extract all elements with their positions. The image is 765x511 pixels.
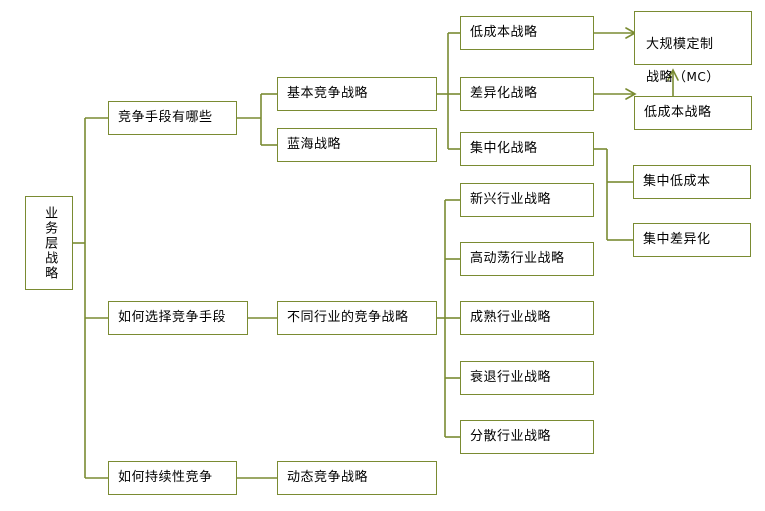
node-basic-competitive-strategy-label: 基本竞争战略 — [287, 85, 369, 101]
node-blue-ocean-strategy[interactable]: 蓝海战略 — [277, 128, 437, 162]
node-emerging-industry-strategy[interactable]: 新兴行业战略 — [460, 183, 594, 217]
node-mass-customization-line2-suffix: ） — [706, 69, 720, 85]
node-focus-low-cost-label: 集中低成本 — [643, 173, 711, 189]
node-focus-differentiation[interactable]: 集中差异化 — [633, 223, 751, 257]
node-differentiation-strategy-label: 差异化战略 — [470, 85, 538, 101]
node-focus-differentiation-label: 集中差异化 — [643, 231, 711, 247]
node-turbulent-industry-strategy-label: 高动荡行业战略 — [470, 250, 565, 266]
node-competition-means[interactable]: 竞争手段有哪些 — [108, 101, 237, 135]
node-root-label: 业务层战略 — [42, 205, 58, 281]
node-basic-competitive-strategy[interactable]: 基本竞争战略 — [277, 77, 437, 111]
node-focus-low-cost[interactable]: 集中低成本 — [633, 165, 751, 199]
node-blue-ocean-strategy-label: 蓝海战略 — [287, 136, 342, 152]
node-how-to-sustain-label: 如何持续性竞争 — [118, 469, 213, 485]
node-differentiation-strategy[interactable]: 差异化战略 — [460, 77, 594, 111]
node-root[interactable]: 业务层战略 — [25, 196, 73, 290]
node-dynamic-competition-strategy-label: 动态竞争战略 — [287, 469, 369, 485]
node-fragmented-industry-strategy-label: 分散行业战略 — [470, 428, 552, 444]
node-mature-industry-strategy[interactable]: 成熟行业战略 — [460, 301, 594, 335]
node-right-low-cost-strategy[interactable]: 低成本战略 — [634, 96, 752, 130]
node-competition-means-label: 竞争手段有哪些 — [118, 109, 213, 125]
node-dynamic-competition-strategy[interactable]: 动态竞争战略 — [277, 461, 437, 495]
node-how-to-choose-label: 如何选择竞争手段 — [118, 309, 227, 325]
node-industry-competitive-strategy-label: 不同行业的竞争战略 — [287, 309, 409, 325]
node-how-to-sustain[interactable]: 如何持续性竞争 — [108, 461, 237, 495]
node-low-cost-strategy-label: 低成本战略 — [470, 24, 538, 40]
node-declining-industry-strategy[interactable]: 衰退行业战略 — [460, 361, 594, 395]
node-emerging-industry-strategy-label: 新兴行业战略 — [470, 191, 552, 207]
node-focus-strategy[interactable]: 集中化战略 — [460, 132, 594, 166]
node-mass-customization-line2-prefix: 战略（ — [646, 69, 687, 85]
node-turbulent-industry-strategy[interactable]: 高动荡行业战略 — [460, 242, 594, 276]
node-focus-strategy-label: 集中化战略 — [470, 140, 538, 156]
node-right-low-cost-strategy-label: 低成本战略 — [644, 104, 712, 120]
node-mass-customization-strategy[interactable]: 大规模定制 战略（MC） — [634, 11, 752, 85]
node-declining-industry-strategy-label: 衰退行业战略 — [470, 369, 552, 385]
node-industry-competitive-strategy[interactable]: 不同行业的竞争战略 — [277, 301, 437, 335]
node-how-to-choose[interactable]: 如何选择竞争手段 — [108, 301, 248, 335]
node-fragmented-industry-strategy[interactable]: 分散行业战略 — [460, 420, 594, 454]
node-mature-industry-strategy-label: 成熟行业战略 — [470, 309, 552, 325]
node-mass-customization-mc-tag: MC — [686, 69, 707, 84]
node-mass-customization-line1: 大规模定制 — [646, 37, 714, 53]
node-low-cost-strategy[interactable]: 低成本战略 — [460, 16, 594, 50]
